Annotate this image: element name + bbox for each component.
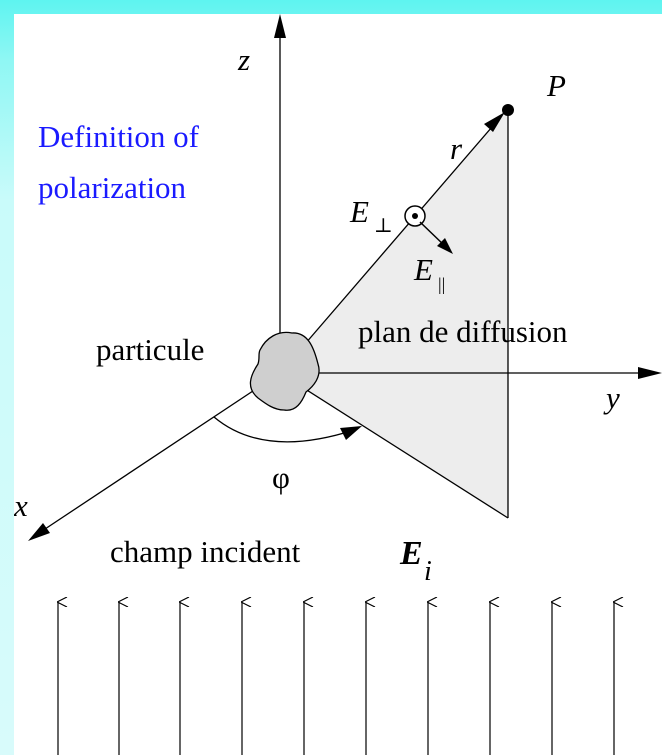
point-p-label: P bbox=[546, 68, 566, 103]
incident-e-subscript: i bbox=[424, 556, 432, 587]
angle-phi-label: φ bbox=[272, 460, 290, 495]
radius-arrowhead bbox=[484, 112, 505, 132]
e-perp-subscript: ⊥ bbox=[374, 215, 393, 237]
axis-y-label: y bbox=[603, 380, 620, 415]
title-line-2: polarization bbox=[38, 170, 187, 205]
particle-shape bbox=[249, 331, 320, 411]
title-line-1: Definition of bbox=[38, 119, 200, 154]
plane-label: plan de diffusion bbox=[358, 314, 568, 349]
e-perp-dot bbox=[412, 213, 418, 219]
x-axis bbox=[35, 372, 281, 536]
incident-field-arrows bbox=[58, 602, 614, 755]
y-axis-arrowhead bbox=[638, 367, 662, 379]
e-parallel-subscript: || bbox=[438, 274, 445, 294]
axis-z-label: z bbox=[237, 42, 250, 77]
scattering-geometry-diagram: Definition of polarization z y x P r E ⊥… bbox=[14, 14, 662, 755]
radius-r-label: r bbox=[450, 131, 463, 166]
e-parallel-arrowhead bbox=[437, 238, 453, 254]
e-parallel-label: E bbox=[413, 252, 433, 287]
radius-vector bbox=[279, 119, 499, 374]
incident-e-symbol: E bbox=[399, 535, 423, 572]
particle-label: particule bbox=[96, 332, 204, 367]
z-axis-arrowhead bbox=[274, 14, 286, 38]
incident-field-label: champ incident bbox=[110, 534, 301, 569]
x-axis-arrowhead bbox=[28, 523, 50, 541]
diagram-canvas: Definition of polarization z y x P r E ⊥… bbox=[14, 14, 662, 755]
phi-arc bbox=[213, 416, 355, 443]
plane-bottom-edge bbox=[279, 372, 509, 519]
phi-arc-arrowhead bbox=[340, 426, 362, 440]
scattering-plane bbox=[280, 110, 508, 518]
point-p-dot bbox=[502, 104, 514, 116]
axis-x-label: x bbox=[14, 488, 28, 523]
e-perp-label: E bbox=[349, 194, 369, 229]
